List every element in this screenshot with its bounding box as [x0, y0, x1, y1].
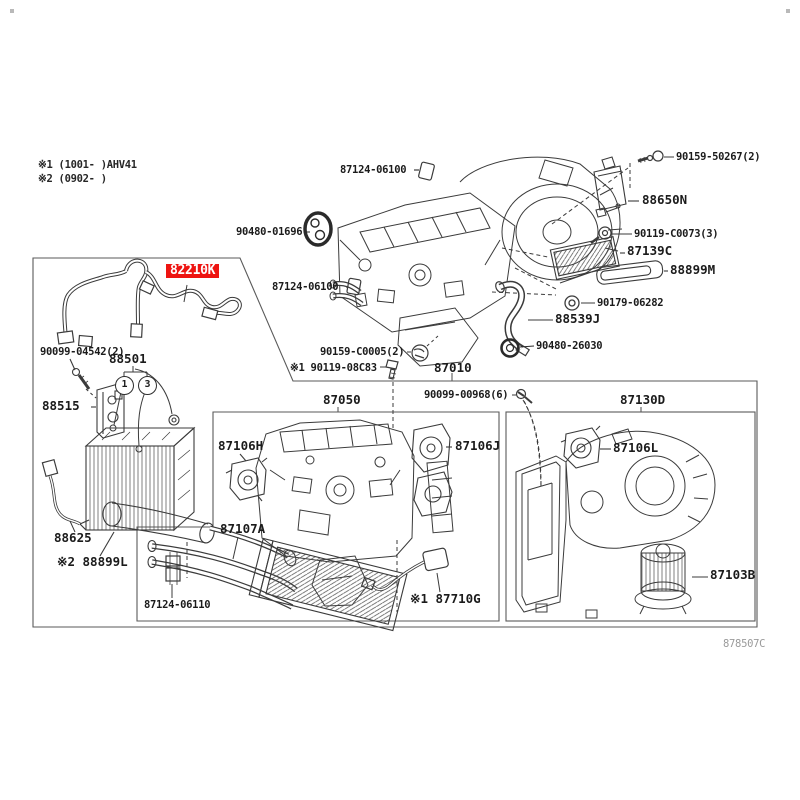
- heater-unit-87050-drawing: [255, 419, 454, 607]
- heater-pipes-and-core-87107a: [147, 536, 408, 632]
- part-label-90119-08c83[interactable]: ※1 90119-08C83: [290, 362, 377, 374]
- screw-90159-c0005: [407, 335, 439, 362]
- part-label-87106h[interactable]: 87106H: [218, 438, 264, 453]
- part-label-87106j[interactable]: 87106J: [455, 438, 501, 453]
- thermistor-88625: [41, 458, 90, 533]
- part-label-88501[interactable]: 88501: [109, 351, 147, 366]
- harness-82210k-drawing: [56, 258, 242, 348]
- assembly-label-87010[interactable]: 87010: [434, 360, 472, 375]
- part-label-90480-01696[interactable]: 90480-01696: [236, 226, 303, 238]
- servo-87106j: [411, 423, 453, 517]
- callout-leaders-88501: [109, 366, 173, 453]
- servo-87106l: [560, 425, 611, 469]
- legend-note-1: ※1 (1001- )AHV41: [38, 159, 137, 171]
- blower-motor-87103b: [634, 543, 708, 615]
- part-label-88899m[interactable]: 88899M: [670, 262, 716, 277]
- bolt-90119-08c83: [380, 359, 399, 430]
- drawing-code: 878507C: [723, 638, 766, 650]
- part-label-87124-06100-b[interactable]: 87124-06100: [272, 281, 339, 293]
- servo-87106h: [225, 453, 268, 502]
- part-label-87107a[interactable]: 87107A: [220, 521, 266, 536]
- legend-note-2: ※2 (0902- ): [38, 173, 107, 185]
- part-label-88650n[interactable]: 88650N: [642, 192, 688, 207]
- assembly-box-87010: [32, 257, 758, 628]
- callout-circle-3[interactable]: 3: [138, 376, 157, 395]
- part-label-82210k-highlighted[interactable]: 82210K: [166, 264, 220, 278]
- part-label-87124-06110[interactable]: 87124-06110: [144, 599, 211, 611]
- amplifier-88650n: [593, 156, 639, 218]
- clip-87124-06100-a: [414, 161, 435, 181]
- part-label-87124-06100-a[interactable]: 87124-06100: [340, 164, 407, 176]
- corner-mark: [10, 9, 14, 13]
- bracket-88899m: [596, 260, 668, 285]
- nut-90179-06282: [564, 295, 595, 311]
- part-label-87710g[interactable]: ※1 87710G: [410, 591, 481, 606]
- part-label-90099-00968[interactable]: 90099-00968(6): [424, 389, 509, 401]
- part-label-90480-26030[interactable]: 90480-26030: [536, 340, 603, 352]
- ring-90480-26030: [500, 338, 535, 358]
- part-label-87139c[interactable]: 87139C: [627, 243, 673, 258]
- part-label-88539j[interactable]: 88539J: [555, 311, 601, 326]
- part-label-90159-c0005[interactable]: 90159-C0005(2): [320, 346, 405, 358]
- corner-mark: [786, 9, 790, 13]
- callout-circle-1[interactable]: 1: [115, 376, 134, 395]
- assembly-label-87050[interactable]: 87050: [323, 392, 361, 407]
- grommet-90480-01696: [303, 211, 333, 247]
- blower-unit-87130d-drawing: [515, 399, 716, 619]
- part-label-90099-04542[interactable]: 90099-04542(2): [40, 346, 125, 358]
- part-label-88899l[interactable]: ※2 88899L: [57, 554, 128, 569]
- assembly-label-87130d[interactable]: 87130D: [620, 392, 666, 407]
- sensor-87710g: [360, 540, 449, 612]
- part-label-90159-50267[interactable]: 90159-50267(2): [676, 151, 761, 163]
- part-label-87106l[interactable]: 87106L: [613, 440, 659, 455]
- assembly-box-87130d: [505, 407, 756, 622]
- part-label-90179-06282[interactable]: 90179-06282: [597, 297, 664, 309]
- screw-90099-00968: [512, 388, 542, 488]
- clamp-87124-06110: [165, 542, 188, 598]
- clip-87124-06100-b: [346, 277, 362, 296]
- part-label-87103b[interactable]: 87103B: [710, 567, 756, 582]
- screw-90159-50267: [637, 150, 674, 164]
- part-label-90119-c0073[interactable]: 90119-C0073(3): [634, 228, 719, 240]
- part-label-88515[interactable]: 88515: [42, 398, 80, 413]
- main-hvac-unit-drawing: [329, 156, 631, 367]
- evaporator-drawing: [84, 414, 297, 567]
- cabin-filter-87139c: [549, 236, 625, 280]
- part-label-88625[interactable]: 88625: [54, 530, 92, 545]
